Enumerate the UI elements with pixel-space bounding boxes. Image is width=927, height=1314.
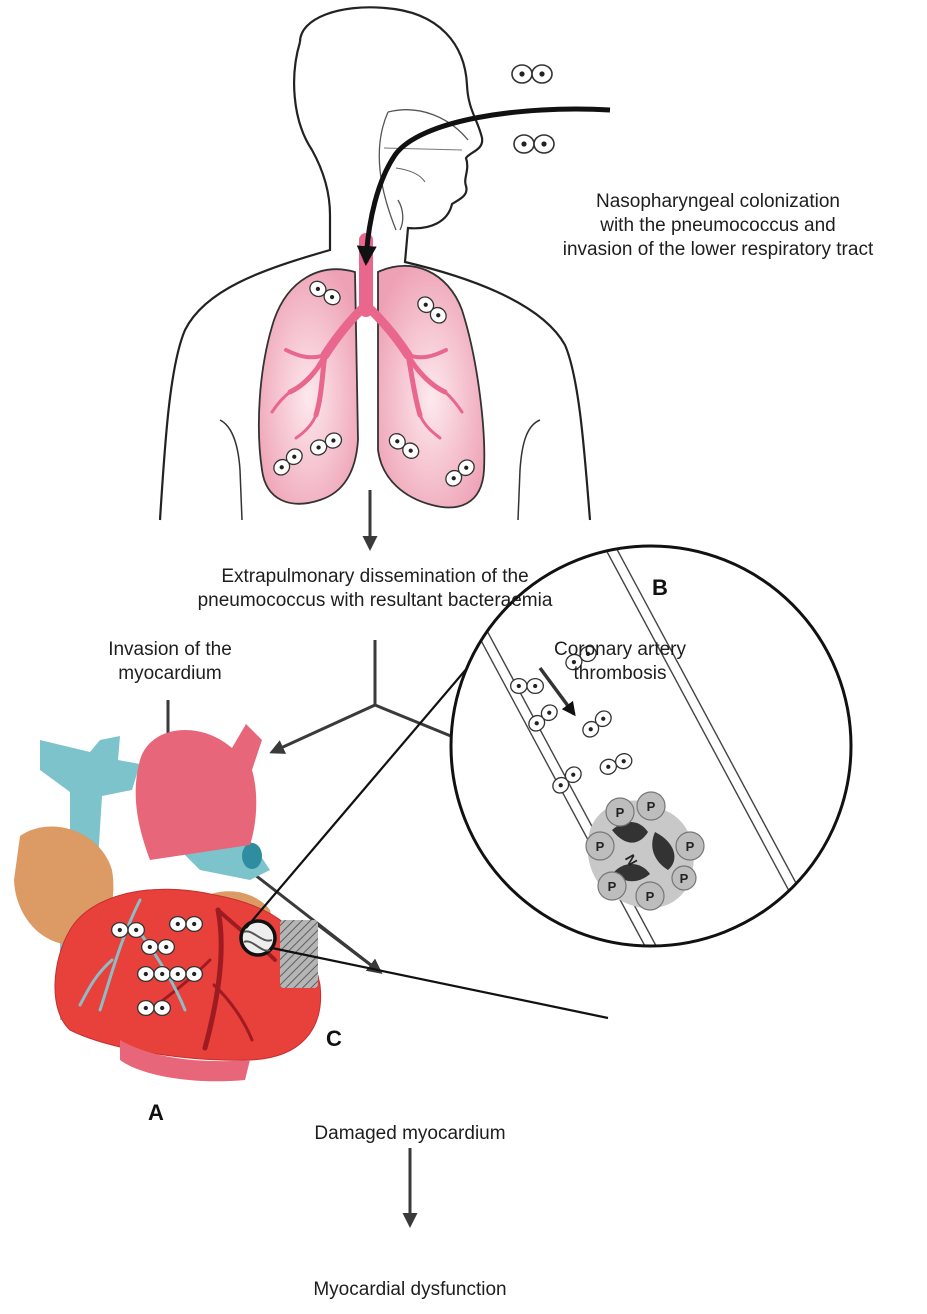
platelet-label: P bbox=[686, 839, 695, 854]
human-silhouette bbox=[160, 7, 590, 520]
nasopharyngeal-label: Nasopharyngeal colonization with the pne… bbox=[518, 190, 918, 262]
platelet-label: P bbox=[646, 889, 655, 904]
platelet-label: P bbox=[616, 805, 625, 820]
heart bbox=[14, 724, 321, 1081]
myocardial-dysfunction-label: Myocardial dysfunction bbox=[270, 1278, 550, 1302]
marker-b: B bbox=[652, 575, 668, 601]
coronary-label: Coronary artery thrombosis bbox=[520, 638, 720, 686]
damaged-myocardium-label: Damaged myocardium bbox=[270, 1122, 550, 1146]
marker-a: A bbox=[148, 1100, 164, 1126]
platelet-label: P bbox=[647, 799, 656, 814]
extrapulmonary-label: Extrapulmonary dissemination of the pneu… bbox=[150, 565, 600, 613]
marker-c: C bbox=[326, 1026, 342, 1052]
platelet-label: P bbox=[608, 879, 617, 894]
platelet-label: P bbox=[596, 839, 605, 854]
platelet-label: P bbox=[680, 871, 689, 886]
invasion-label: Invasion of the myocardium bbox=[60, 638, 280, 686]
lungs bbox=[259, 240, 484, 507]
